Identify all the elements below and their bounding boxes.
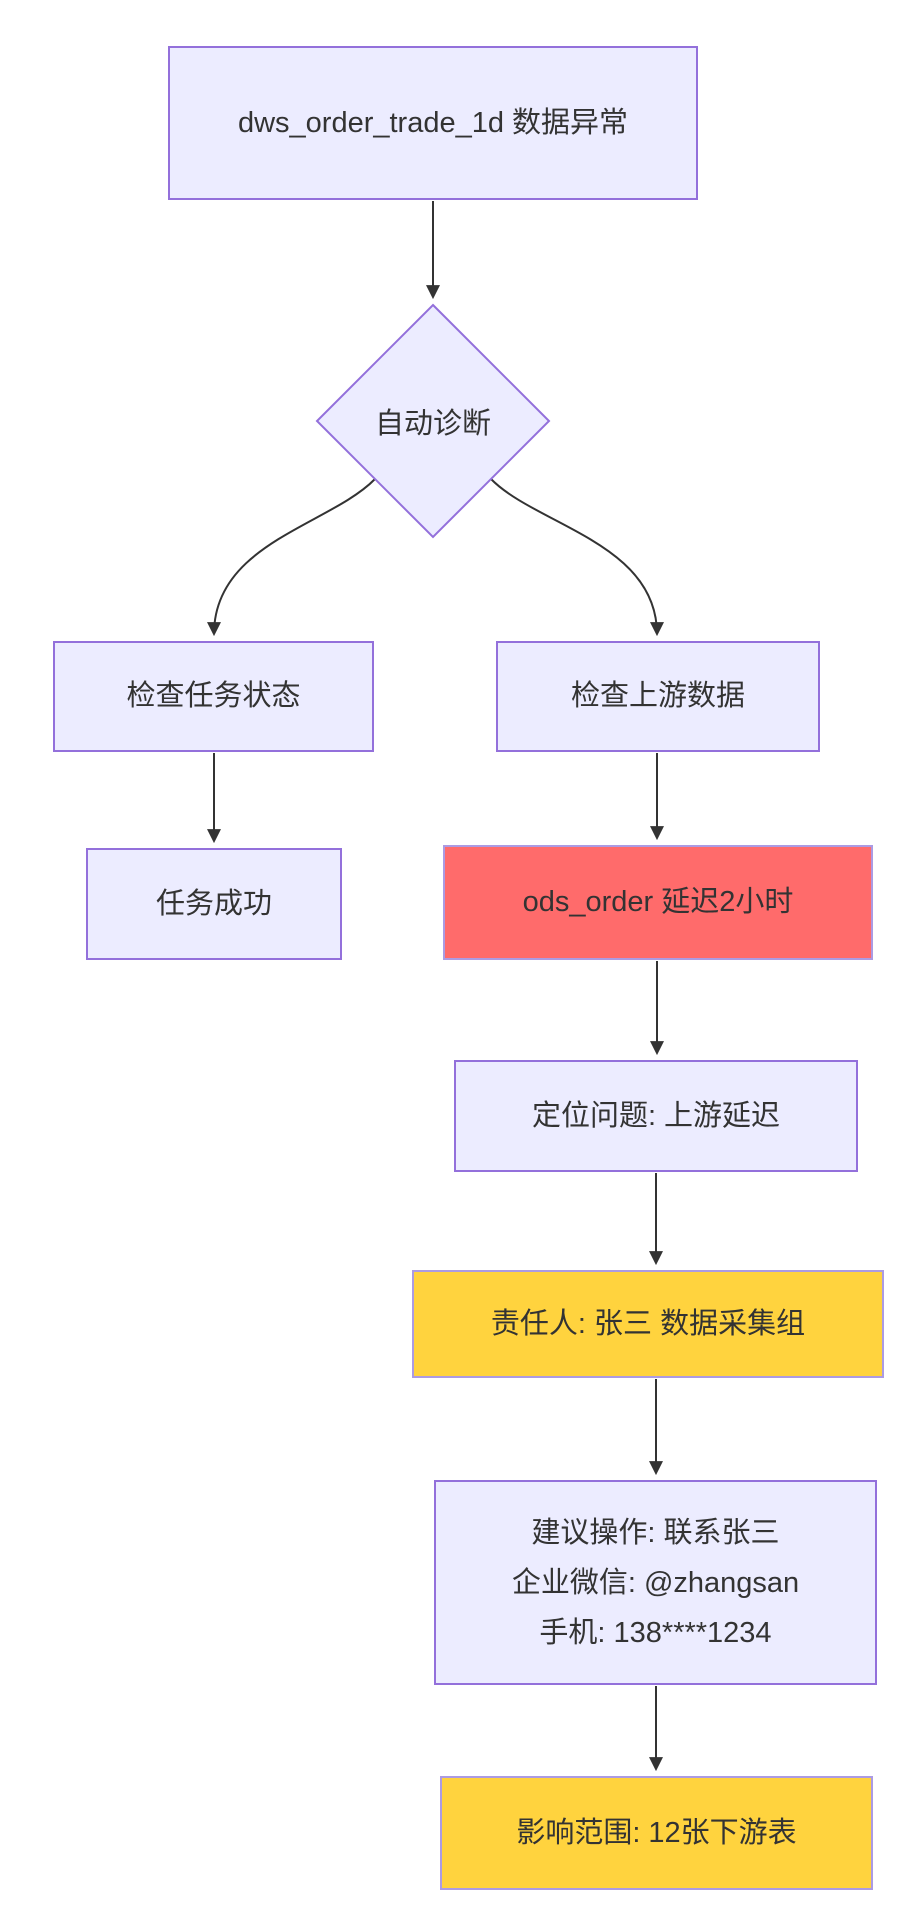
node-check-task: 检查任务状态 [53, 641, 374, 752]
decision-diamond-shape [315, 303, 551, 539]
node-diagnose: 自动诊断 [333, 397, 533, 445]
node-check-task-label: 检查任务状态 [126, 680, 301, 712]
node-diagnose-label: 自动诊断 [374, 408, 491, 440]
node-suggestion-label: 建议操作: 联系张三 企业微信: @zhangsan 手机: 138****12… [512, 1508, 799, 1658]
node-impact: 影响范围: 12张下游表 [440, 1776, 873, 1890]
node-ods-delay-label: ods_order 延迟2小时 [522, 886, 794, 918]
edge-diagnose-to-check-task [207, 478, 376, 637]
node-check-upstream-label: 检查上游数据 [570, 680, 745, 712]
node-owner: 责任人: 张三 数据采集组 [412, 1270, 884, 1378]
node-suggestion-line-3: 手机: 138****1234 [539, 1616, 772, 1649]
node-ods-delay: ods_order 延迟2小时 [443, 845, 873, 960]
node-suggestion: 建议操作: 联系张三 企业微信: @zhangsan 手机: 138****12… [434, 1480, 877, 1685]
node-locate: 定位问题: 上游延迟 [454, 1060, 858, 1172]
node-task-success: 任务成功 [86, 848, 342, 960]
node-check-upstream: 检查上游数据 [496, 641, 820, 752]
node-alert-label: dws_order_trade_1d 数据异常 [237, 106, 629, 139]
node-locate-label: 定位问题: 上游延迟 [531, 1099, 781, 1132]
node-impact-label: 影响范围: 12张下游表 [516, 1816, 797, 1849]
node-suggestion-line-2: 企业微信: @zhangsan [511, 1566, 800, 1599]
node-owner-label: 责任人: 张三 数据采集组 [490, 1307, 806, 1340]
node-suggestion-line-1: 建议操作: 联系张三 [531, 1516, 780, 1549]
node-alert: dws_order_trade_1d 数据异常 [168, 46, 698, 200]
node-task-success-label: 任务成功 [155, 887, 272, 920]
edge-diagnose-to-check-upstream [490, 478, 664, 637]
